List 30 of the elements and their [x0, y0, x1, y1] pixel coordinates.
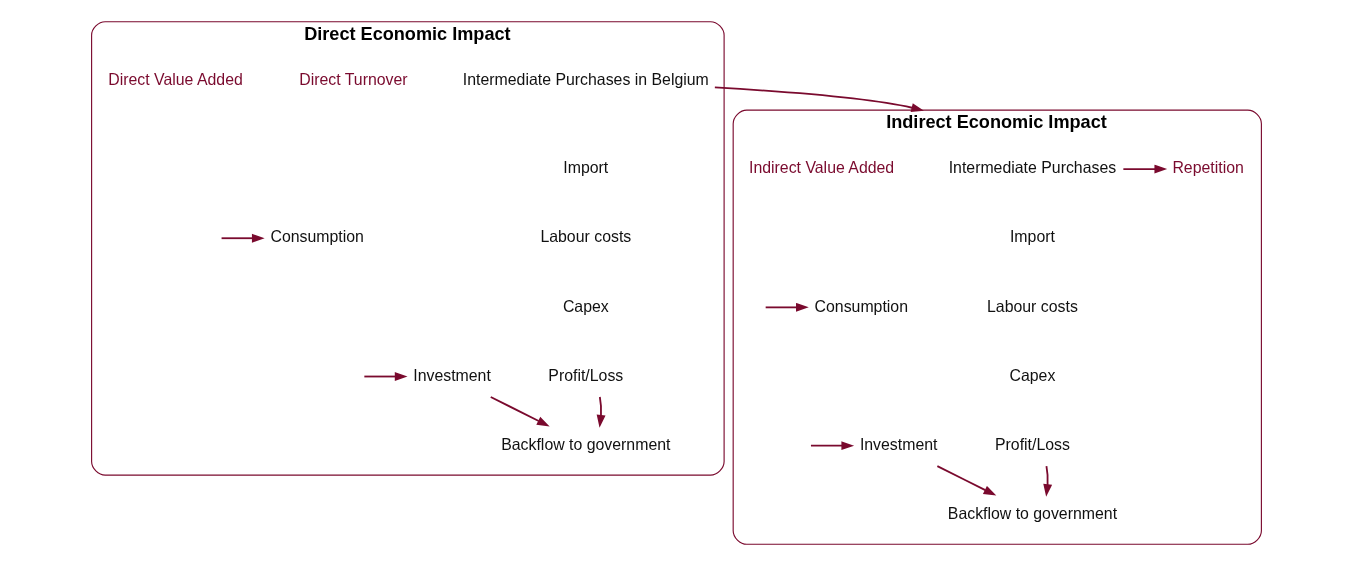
arrow: [810, 441, 855, 451]
label: Direct Value Added: [108, 70, 243, 88]
node-text: Labour costs: [987, 297, 1078, 315]
node-text: Investment: [413, 366, 491, 384]
arrow: [1043, 465, 1053, 497]
node-text: Intermediate Purchases: [948, 159, 1117, 177]
arrow: [713, 86, 924, 112]
node-text: Profit/Loss: [548, 366, 624, 384]
node-text: Labour costs: [540, 228, 632, 246]
node-text: Profit/Loss: [994, 435, 1070, 453]
arrow: [764, 302, 809, 312]
arrow: [363, 372, 408, 381]
node-text: Backflow to government: [947, 505, 1118, 522]
arrow: [1122, 164, 1168, 174]
node-text: Repetition: [1172, 159, 1244, 177]
arrow: [936, 465, 997, 496]
node-text: Backflow to government: [501, 435, 671, 453]
label: Indirect Value Added: [748, 159, 895, 177]
arrow: [596, 396, 606, 428]
node-text: Capex: [1009, 366, 1056, 384]
node-text: Intermediate Purchases in Belgium: [462, 70, 709, 88]
arrow: [220, 233, 265, 243]
label: Direct Turnover: [299, 70, 408, 88]
node-text: Capex: [562, 297, 609, 315]
node-text: Investment: [859, 435, 938, 453]
node-text: Import: [1009, 228, 1055, 246]
node-text: Import: [563, 159, 609, 177]
arrow: [489, 396, 550, 427]
node-text: Consumption: [814, 297, 908, 315]
node-text: Consumption: [270, 228, 364, 246]
